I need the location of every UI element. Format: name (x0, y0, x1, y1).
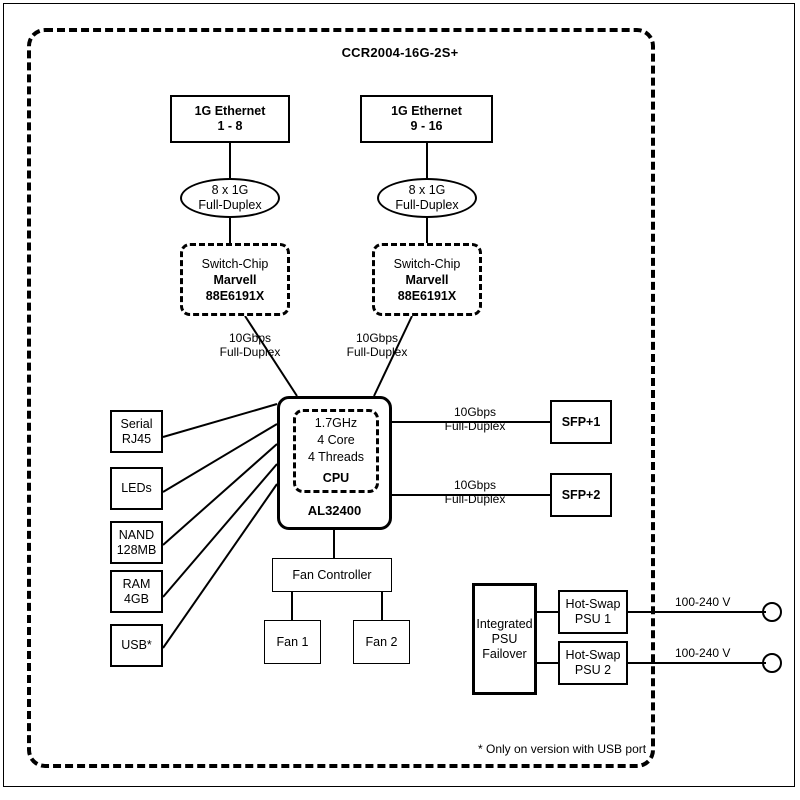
switch-link-label-2-line2: Full-Duplex (346, 345, 408, 359)
psu-failover-line3: Failover (482, 646, 527, 661)
fan-controller-label: Fan Controller (292, 567, 372, 582)
cpu-cores: 4 Core (317, 433, 355, 447)
sfp-plus-2-port[interactable]: SFP+2 (550, 473, 612, 517)
fan-2-block[interactable]: Fan 2 (353, 620, 410, 664)
hot-swap-psu-1-block[interactable]: Hot-Swap PSU 1 (558, 590, 628, 634)
sfp-plus-1-label: SFP+1 (561, 414, 601, 429)
peripheral-serial-rj45-line1: Serial (120, 416, 153, 431)
peripheral-serial-rj45-line2: RJ45 (121, 431, 152, 446)
link-ellipse-9-16-line2: Full-Duplex (395, 198, 459, 212)
switch-chip-1-vendor: Marvell (213, 272, 257, 287)
mains-voltage-label-2: 100-240 V (675, 646, 731, 660)
link-ellipse-1-8[interactable]: 8 x 1G Full-Duplex (180, 178, 280, 218)
switch-chip-1-model: 88E6191X (205, 288, 265, 303)
sfp-plus-2-label: SFP+2 (561, 487, 601, 502)
link-ellipse-1-8-line2: Full-Duplex (198, 198, 262, 212)
mains-voltage-label-1: 100-240 V (675, 595, 731, 609)
cpu-threads: 4 Threads (307, 450, 365, 464)
peripheral-serial-rj45[interactable]: Serial RJ45 (110, 410, 163, 453)
hot-swap-psu-2-line1: Hot-Swap (565, 648, 621, 662)
ethernet-block-1-8-line2: 1 - 8 (217, 119, 243, 133)
fan-1-label: Fan 1 (276, 634, 309, 649)
cpu-core-block: 1.7GHz 4 Core 4 Threads CPU (293, 409, 379, 493)
hot-swap-psu-1-line1: Hot-Swap (565, 597, 621, 611)
peripheral-nand-line1: NAND (118, 527, 155, 542)
peripheral-nand[interactable]: NAND 128MB (110, 521, 163, 564)
psu-failover-line2: PSU (491, 631, 518, 646)
peripheral-usb[interactable]: USB* (110, 624, 163, 667)
peripheral-ram-line2: 4GB (123, 591, 149, 606)
ethernet-block-1-8[interactable]: 1G Ethernet 1 - 8 (170, 95, 290, 143)
hot-swap-psu-1-line2: PSU 1 (574, 612, 612, 626)
switch-chip-1[interactable]: Switch-Chip Marvell 88E6191X (180, 243, 290, 316)
link-ellipse-1-8-line1: 8 x 1G (211, 183, 249, 197)
ethernet-block-9-16-line1: 1G Ethernet (391, 104, 462, 118)
hot-swap-psu-2-block[interactable]: Hot-Swap PSU 2 (558, 641, 628, 685)
cpu-clock: 1.7GHz (314, 416, 358, 430)
peripheral-leds-line1: LEDs (121, 481, 152, 495)
sfp2-link-label: 10Gbps Full-Duplex (425, 478, 525, 506)
peripheral-leds[interactable]: LEDs (110, 467, 163, 510)
ethernet-block-9-16-line2: 9 - 16 (410, 119, 443, 133)
cpu-core-label: CPU (322, 471, 350, 485)
switch-link-label-1-line2: Full-Duplex (219, 345, 281, 359)
peripheral-ram-line1: RAM (122, 576, 151, 591)
psu-failover-line1: Integrated (476, 616, 533, 631)
sfp1-link-label: 10Gbps Full-Duplex (425, 405, 525, 433)
hot-swap-psu-2-line2: PSU 2 (574, 663, 612, 677)
diagram-title: CCR2004-16G-2S+ (341, 45, 459, 60)
cpu-part-number: AL32400 (307, 503, 362, 518)
peripheral-usb-line1: USB* (121, 638, 152, 652)
switch-chip-2-type: Switch-Chip (393, 256, 461, 271)
sfp2-link-label-line2: Full-Duplex (444, 492, 506, 506)
switch-link-label-1-line1: 10Gbps (228, 331, 272, 345)
peripheral-ram[interactable]: RAM 4GB (110, 570, 163, 613)
fan-2-label: Fan 2 (365, 634, 398, 649)
sfp1-link-label-line2: Full-Duplex (444, 419, 506, 433)
switch-chip-2-vendor: Marvell (405, 272, 449, 287)
usb-footnote: * Only on version with USB port (478, 742, 647, 756)
sfp1-link-label-line1: 10Gbps (453, 405, 497, 419)
ethernet-block-9-16[interactable]: 1G Ethernet 9 - 16 (360, 95, 493, 143)
peripheral-nand-line2: 128MB (116, 542, 157, 557)
ethernet-block-1-8-line1: 1G Ethernet (194, 104, 266, 118)
switch-chip-2[interactable]: Switch-Chip Marvell 88E6191X (372, 243, 482, 316)
switch-link-label-2-line1: 10Gbps (355, 331, 399, 345)
switch-chip-1-type: Switch-Chip (201, 256, 269, 271)
switch-link-label-1: 10Gbps Full-Duplex (205, 331, 295, 359)
fan-controller-block[interactable]: Fan Controller (272, 558, 392, 592)
sfp-plus-1-port[interactable]: SFP+1 (550, 400, 612, 444)
chassis-boundary-dashed (27, 28, 655, 768)
link-ellipse-9-16-line1: 8 x 1G (408, 183, 446, 197)
integrated-psu-failover-block[interactable]: Integrated PSU Failover (472, 583, 537, 695)
switch-chip-2-model: 88E6191X (397, 288, 457, 303)
cpu-block[interactable]: 1.7GHz 4 Core 4 Threads CPU AL32400 (277, 396, 392, 530)
fan-1-block[interactable]: Fan 1 (264, 620, 321, 664)
link-ellipse-9-16[interactable]: 8 x 1G Full-Duplex (377, 178, 477, 218)
page-border (3, 3, 795, 787)
sfp2-link-label-line1: 10Gbps (453, 478, 497, 492)
switch-link-label-2: 10Gbps Full-Duplex (332, 331, 422, 359)
